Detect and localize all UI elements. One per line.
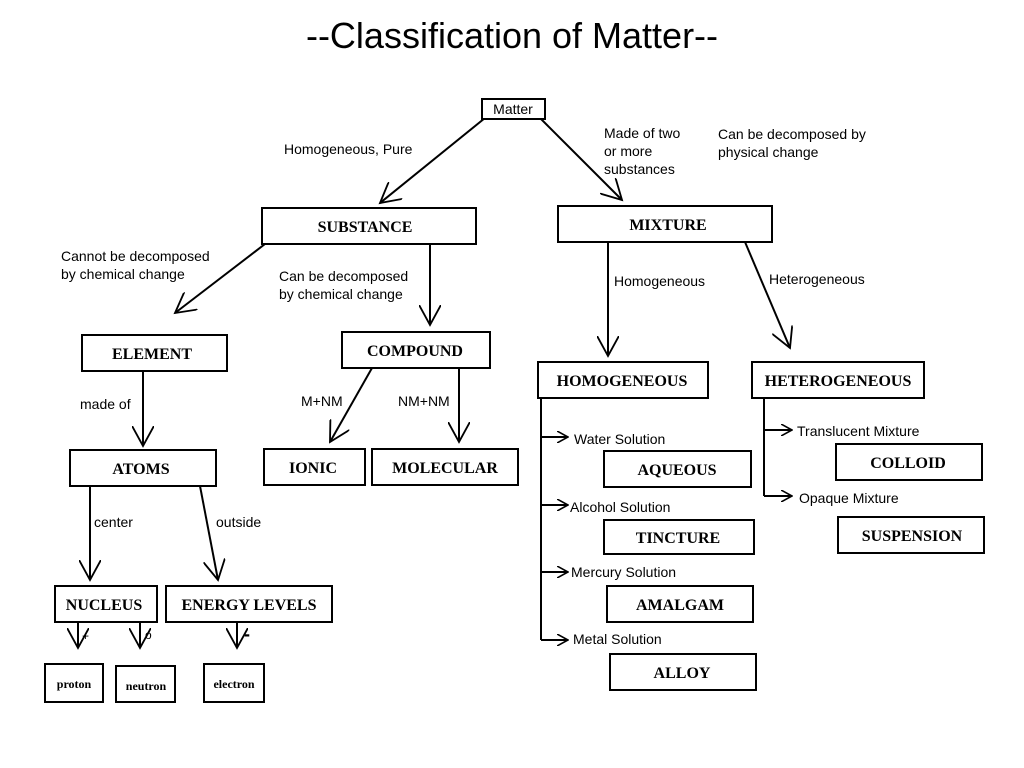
edge-atoms-energy-levels — [199, 485, 218, 580]
node-electron: electron — [203, 663, 265, 703]
node-matter-label: Matter — [493, 101, 533, 117]
node-atoms: ATOMS — [69, 449, 217, 487]
label-metal-solution: Metal Solution — [573, 631, 662, 647]
label-translucent-mixture: Translucent Mixture — [797, 423, 920, 439]
node-neutron-label: neutron — [126, 679, 167, 693]
label-can-decompose-2: by chemical change — [279, 286, 403, 302]
node-aqueous: AQUEOUS — [603, 450, 752, 488]
label-physical-change-2: physical change — [718, 144, 819, 160]
node-substance: SUBSTANCE — [261, 207, 477, 245]
label-minus: - — [244, 624, 250, 644]
node-suspension: SUSPENSION — [837, 516, 985, 554]
label-mixture-homogeneous: Homogeneous — [614, 273, 705, 289]
node-tincture: TINCTURE — [603, 519, 755, 555]
node-electron-label: electron — [213, 677, 254, 691]
node-amalgam: AMALGAM — [606, 585, 754, 623]
label-center: center — [94, 514, 133, 530]
edge-compound-ionic — [330, 367, 373, 442]
node-compound-label: COMPOUND — [367, 343, 463, 360]
node-tincture-label: TINCTURE — [636, 530, 720, 547]
label-made-of-two-2: or more — [604, 143, 652, 159]
label-mercury-solution: Mercury Solution — [571, 564, 676, 580]
label-water-solution: Water Solution — [574, 431, 665, 447]
node-energy-levels: ENERGY LEVELS — [165, 585, 333, 623]
label-cannot-decompose-2: by chemical change — [61, 266, 185, 282]
label-mixture-heterogeneous: Heterogeneous — [769, 271, 865, 287]
label-made-of: made of — [80, 396, 131, 412]
node-heterogeneous-label: HETEROGENEOUS — [765, 373, 912, 390]
edge-substance-element — [175, 243, 266, 313]
node-molecular: MOLECULAR — [371, 448, 519, 486]
node-energy-levels-label: ENERGY LEVELS — [182, 597, 317, 614]
label-m-nm: M+NM — [301, 393, 343, 409]
label-plus: + — [82, 629, 89, 643]
node-aqueous-label: AQUEOUS — [637, 462, 716, 479]
node-element-label: ELEMENT — [112, 346, 192, 363]
node-amalgam-label: AMALGAM — [636, 597, 724, 614]
node-homogeneous: HOMOGENEOUS — [537, 361, 709, 399]
label-zero: o — [145, 628, 152, 642]
label-opaque-mixture: Opaque Mixture — [799, 490, 899, 506]
label-outside: outside — [216, 514, 261, 530]
node-compound: COMPOUND — [341, 331, 491, 369]
node-proton-label: proton — [57, 677, 92, 691]
edge-matter-substance — [380, 117, 486, 203]
label-nm-nm: NM+NM — [398, 393, 450, 409]
node-nucleus: NUCLEUS — [54, 585, 158, 623]
node-heterogeneous: HETEROGENEOUS — [751, 361, 925, 399]
connectors — [78, 117, 792, 648]
label-made-of-two-3: substances — [604, 161, 675, 177]
label-can-decompose-1: Can be decomposed — [279, 268, 408, 284]
label-cannot-decompose-1: Cannot be decomposed — [61, 248, 210, 264]
edge-labels: Homogeneous, Pure Made of two or more su… — [61, 125, 920, 647]
node-mixture-label: MIXTURE — [629, 217, 706, 234]
label-physical-change-1: Can be decomposed by — [718, 126, 866, 142]
node-atoms-label: ATOMS — [112, 461, 169, 478]
node-alloy-label: ALLOY — [654, 665, 711, 682]
node-nucleus-label: NUCLEUS — [66, 597, 143, 614]
node-molecular-label: MOLECULAR — [392, 460, 498, 477]
label-alcohol-solution: Alcohol Solution — [570, 499, 670, 515]
edge-mixture-heterogeneous — [744, 241, 790, 348]
label-made-of-two-1: Made of two — [604, 125, 680, 141]
edge-matter-mixture — [539, 117, 622, 200]
node-element: ELEMENT — [81, 334, 228, 372]
node-proton: proton — [44, 663, 104, 703]
node-substance-label: SUBSTANCE — [318, 219, 413, 236]
node-matter: Matter — [481, 98, 546, 120]
node-colloid-label: COLLOID — [870, 455, 946, 472]
label-homogeneous-pure: Homogeneous, Pure — [284, 141, 413, 157]
node-ionic: IONIC — [263, 448, 366, 486]
node-ionic-label: IONIC — [289, 460, 337, 477]
node-mixture: MIXTURE — [557, 205, 773, 243]
node-suspension-label: SUSPENSION — [862, 528, 963, 545]
node-alloy: ALLOY — [609, 653, 757, 691]
node-homogeneous-label: HOMOGENEOUS — [557, 373, 688, 390]
node-colloid: COLLOID — [835, 443, 983, 481]
diagram-title: --Classification of Matter-- — [305, 15, 719, 56]
node-neutron: neutron — [115, 665, 176, 703]
